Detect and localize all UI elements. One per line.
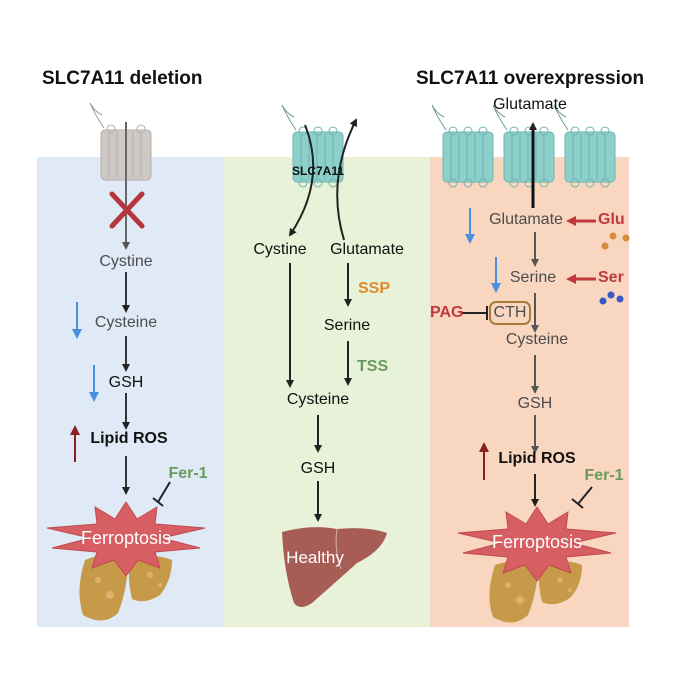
cysteine-label: Cysteine <box>286 391 350 408</box>
deletion-cross-icon <box>109 191 145 229</box>
ser-supplement-label: Ser <box>598 269 624 286</box>
cystine-import-arrow <box>288 124 315 237</box>
overexpression-title: SLC7A11 overexpression <box>416 68 645 89</box>
cysteine-label: Cysteine <box>505 331 569 348</box>
inhibition-icon <box>152 481 171 507</box>
glutamate-export-label: Glutamate <box>493 96 567 113</box>
ferroptosis-label: Ferroptosis <box>80 528 172 548</box>
glu-supplement-label: Glu <box>598 211 625 228</box>
pag-inhibition-icon <box>462 306 488 320</box>
serine-dots-icon <box>599 291 624 305</box>
serine-label: Serine <box>509 269 557 286</box>
slc7a11-transporter-icon <box>553 104 616 188</box>
lipid-ros-label: Lipid ROS <box>90 430 168 447</box>
lipid-ros-label: Lipid ROS <box>498 450 576 467</box>
deleted-transporter-icon <box>89 102 152 181</box>
ferroptosis-label: Ferroptosis <box>491 532 583 552</box>
cysteine-label: Cysteine <box>94 314 158 331</box>
gsh-label: GSH <box>300 460 336 477</box>
fer1-label: Fer-1 <box>168 465 208 482</box>
healthy-label: Healthy <box>286 548 344 567</box>
fatty-liver-icon <box>79 554 172 621</box>
glutamate-label: Glutamate <box>489 211 563 228</box>
deletion-title: SLC7A11 deletion <box>42 68 203 89</box>
cystine-label: Cystine <box>99 253 153 270</box>
glutamate-dots-icon <box>601 232 630 250</box>
pag-inhibitor-label: PAG <box>430 304 464 321</box>
cth-label: CTH <box>493 304 527 321</box>
fatty-liver-icon <box>489 560 582 623</box>
ssp-label: SSP <box>358 280 391 297</box>
ferroptosis-burst-icon <box>457 506 617 582</box>
serine-label: Serine <box>323 317 371 334</box>
tss-label: TSS <box>357 358 389 375</box>
slc7a11-transporter-icon <box>492 104 555 188</box>
cth-enzyme-box <box>489 301 531 325</box>
glutamate-export-arrow <box>336 118 357 241</box>
slc7a11-transporter-icon <box>431 104 494 188</box>
cystine-label: Cystine <box>253 241 307 258</box>
transporter-label: SLC7A11 <box>291 164 345 178</box>
gsh-label: GSH <box>108 374 144 391</box>
gsh-label: GSH <box>517 395 553 412</box>
ferroptosis-burst-icon <box>46 501 206 577</box>
glutamate-label: Glutamate <box>330 241 404 258</box>
healthy-liver-icon <box>282 527 387 607</box>
inhibition-icon <box>571 486 593 509</box>
fer1-label: Fer-1 <box>584 467 624 484</box>
